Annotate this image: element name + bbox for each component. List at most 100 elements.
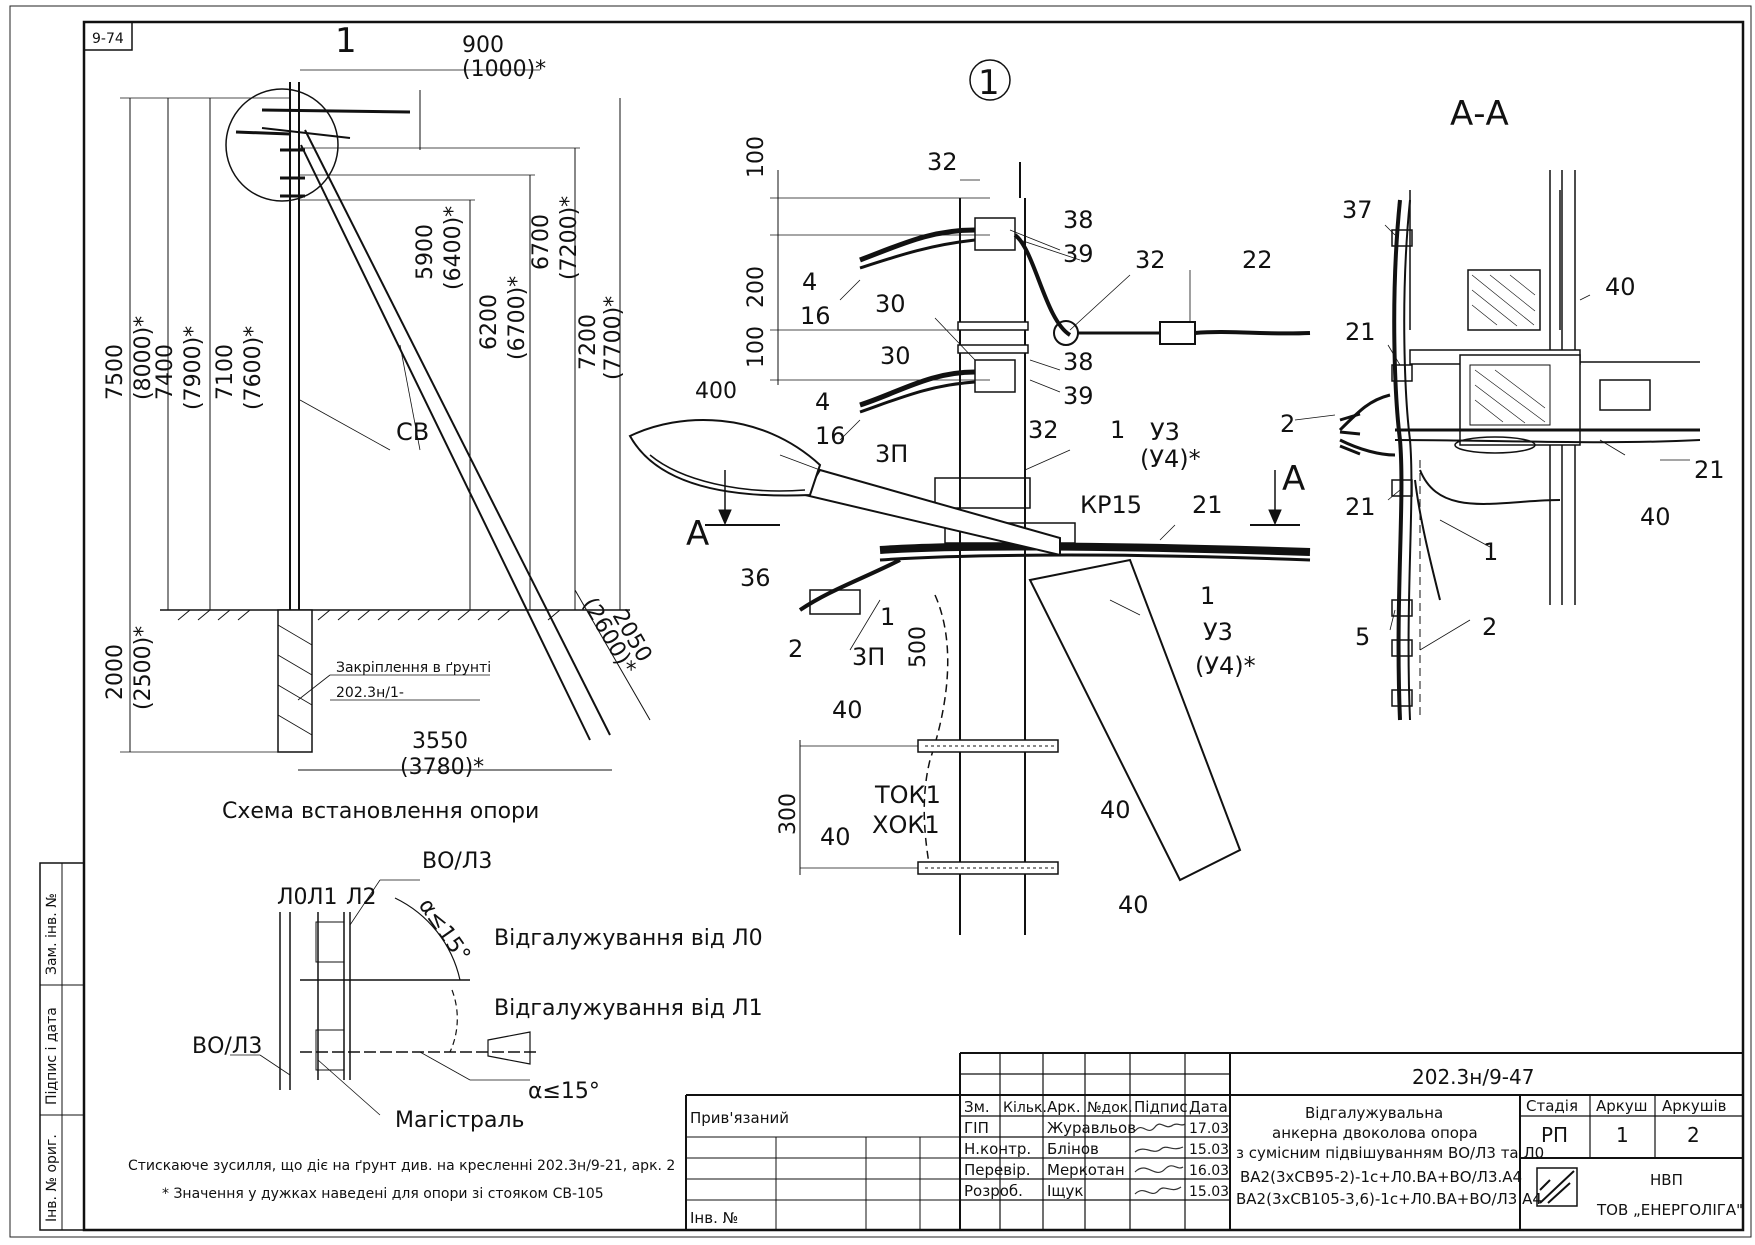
dim-h-7900: (7900)* xyxy=(181,326,206,410)
tb-h-ark: Арк. xyxy=(1047,1098,1081,1116)
dv-c18: (У4)* xyxy=(1140,445,1201,473)
installation-scheme xyxy=(120,69,651,771)
tb-inv: Інв. № xyxy=(690,1209,738,1227)
dv-c8: 30 xyxy=(875,290,906,318)
dv-c12: 4 xyxy=(815,388,830,416)
tb-desc-3: ВА2(3хСВ95-2)-1с+Л0.ВА+ВО/Л3.А4 xyxy=(1240,1168,1522,1186)
tb-role-3: Розроб. xyxy=(964,1182,1023,1200)
tb-h-kilk: Кільк. xyxy=(1003,1100,1047,1116)
tb-sheet-h: Аркуш xyxy=(1596,1097,1647,1115)
dv-c31: 40 xyxy=(1100,796,1131,824)
sv-c4: 2 xyxy=(1280,410,1295,438)
tb-h-data: Дата xyxy=(1189,1098,1228,1116)
dim-d-300: 300 xyxy=(776,793,801,835)
dv-c3: 39 xyxy=(1063,240,1094,268)
dv-c24: 1 xyxy=(1200,582,1215,610)
dim-d-200: 200 xyxy=(744,266,769,308)
sv-c9: 5 xyxy=(1355,623,1370,651)
dim-d-100b: 100 xyxy=(744,326,769,368)
label-sv: СВ xyxy=(396,418,429,446)
dim-s-7200: (7200)* xyxy=(557,196,582,280)
dim-h-7600: (7600)* xyxy=(241,326,266,410)
stamp-sign-date: Підпис і дата xyxy=(44,1007,60,1105)
tb-desc-1: анкерна двоколова опора xyxy=(1272,1124,1478,1142)
sv-c6: 21 xyxy=(1694,456,1725,484)
tb-bound: Прив'язаний xyxy=(690,1109,789,1127)
branch-scheme xyxy=(230,879,540,1116)
tb-name-1: Блінов xyxy=(1047,1140,1099,1158)
dv-c6: 4 xyxy=(802,268,817,296)
line-label-l2: Л2 xyxy=(346,885,377,910)
sv-c7: 40 xyxy=(1640,503,1671,531)
tb-date-0: 17.03 xyxy=(1189,1121,1229,1137)
dim-base-alt: (3780)* xyxy=(400,755,484,780)
section-title: А-А xyxy=(1450,94,1509,134)
sv-c3: 21 xyxy=(1345,318,1376,346)
tb-doc-code: 202.3н/9-47 xyxy=(1412,1065,1534,1089)
line-label-l0: Л0 xyxy=(277,885,308,910)
dv-c26: (У4)* xyxy=(1195,652,1256,680)
dim-base: 3550 xyxy=(412,729,468,754)
section-mark-left: А xyxy=(686,514,709,554)
dim-s-7200b: 7200 xyxy=(576,314,601,370)
dv-c17: У3 xyxy=(1150,418,1180,446)
dv-c4: 32 xyxy=(1135,246,1166,274)
sv-c10: 2 xyxy=(1482,613,1497,641)
section-mark-right: А xyxy=(1282,459,1305,499)
stamp-inv-orig: Інв. № ориг. xyxy=(44,1134,60,1222)
tb-sheets: 2 xyxy=(1687,1123,1700,1147)
sv-c8: 1 xyxy=(1483,538,1498,566)
dv-c28: 40 xyxy=(832,696,863,724)
tb-desc-2: з сумісним підвішуванням ВО/Л3 та Л0 xyxy=(1236,1144,1544,1162)
vo-left-label: ВО/Л3 xyxy=(192,1034,262,1059)
tb-date-1: 15.03 xyxy=(1189,1142,1229,1158)
dv-c19: КР15 xyxy=(1080,491,1142,519)
dv-c1: 32 xyxy=(927,148,958,176)
dim-h-8000: (8000)* xyxy=(131,316,156,400)
dv-c25: У3 xyxy=(1203,618,1233,646)
line-label-l1: Л1 xyxy=(307,885,338,910)
tb-name-3: Іщук xyxy=(1047,1182,1084,1200)
dv-c32: 40 xyxy=(820,823,851,851)
dim-s-7700: (7700)* xyxy=(601,296,626,380)
note-brackets: * Значення у дужках наведені для опори з… xyxy=(162,1186,604,1202)
dv-c2: 38 xyxy=(1063,206,1094,234)
anchoring-label: Закріплення в ґрунті xyxy=(336,660,491,676)
title-block xyxy=(685,1052,1743,1230)
tb-role-1: Н.контр. xyxy=(964,1140,1031,1158)
sv-c2: 40 xyxy=(1605,273,1636,301)
sv-c5: 21 xyxy=(1345,493,1376,521)
callout-detail-1: 1 xyxy=(335,21,357,61)
tb-name-2: Меркотан xyxy=(1047,1161,1125,1179)
dv-c16: 1 xyxy=(1110,416,1125,444)
dim-s-6400: (6400)* xyxy=(441,206,466,290)
tb-sheets-h: Аркушів xyxy=(1662,1097,1726,1115)
tb-org1: НВП xyxy=(1650,1171,1683,1189)
tb-sheet: 1 xyxy=(1616,1123,1629,1147)
dv-c22: 1 xyxy=(880,603,895,631)
dim-d-500: 500 xyxy=(906,626,931,668)
dim-offset: 900 xyxy=(462,33,504,58)
dim-s-6200: 6200 xyxy=(477,294,502,350)
dv-c10: 38 xyxy=(1063,348,1094,376)
branch-l1: Відгалужування від Л1 xyxy=(494,996,763,1021)
tb-h-dok: №док. xyxy=(1087,1100,1133,1116)
alpha-bottom: α≤15° xyxy=(528,1079,600,1104)
dv-c9: 30 xyxy=(880,342,911,370)
side-stamp: Інв. № ориг. Підпис і дата Зам. інв. № xyxy=(39,862,85,1231)
dv-c29: ТОК1 xyxy=(874,781,941,809)
alpha-top: α≤15° xyxy=(413,894,475,967)
dv-c13: 16 xyxy=(815,422,846,450)
scheme-caption: Схема встановлення опори xyxy=(222,799,539,824)
tb-stage: РП xyxy=(1541,1123,1568,1147)
detail-title: 1 xyxy=(978,63,1000,103)
dim-d-100a: 100 xyxy=(744,136,769,178)
tb-role-2: Перевір. xyxy=(964,1161,1031,1179)
branch-l0: Відгалужування від Л0 xyxy=(494,926,763,951)
signatures xyxy=(1134,1123,1186,1195)
note-pressure: Стискаюче зусилля, що діє на ґрунт див. … xyxy=(128,1158,675,1174)
sheet-no-box xyxy=(83,21,133,51)
anchoring-ref: 202.3н/1- xyxy=(336,685,404,701)
